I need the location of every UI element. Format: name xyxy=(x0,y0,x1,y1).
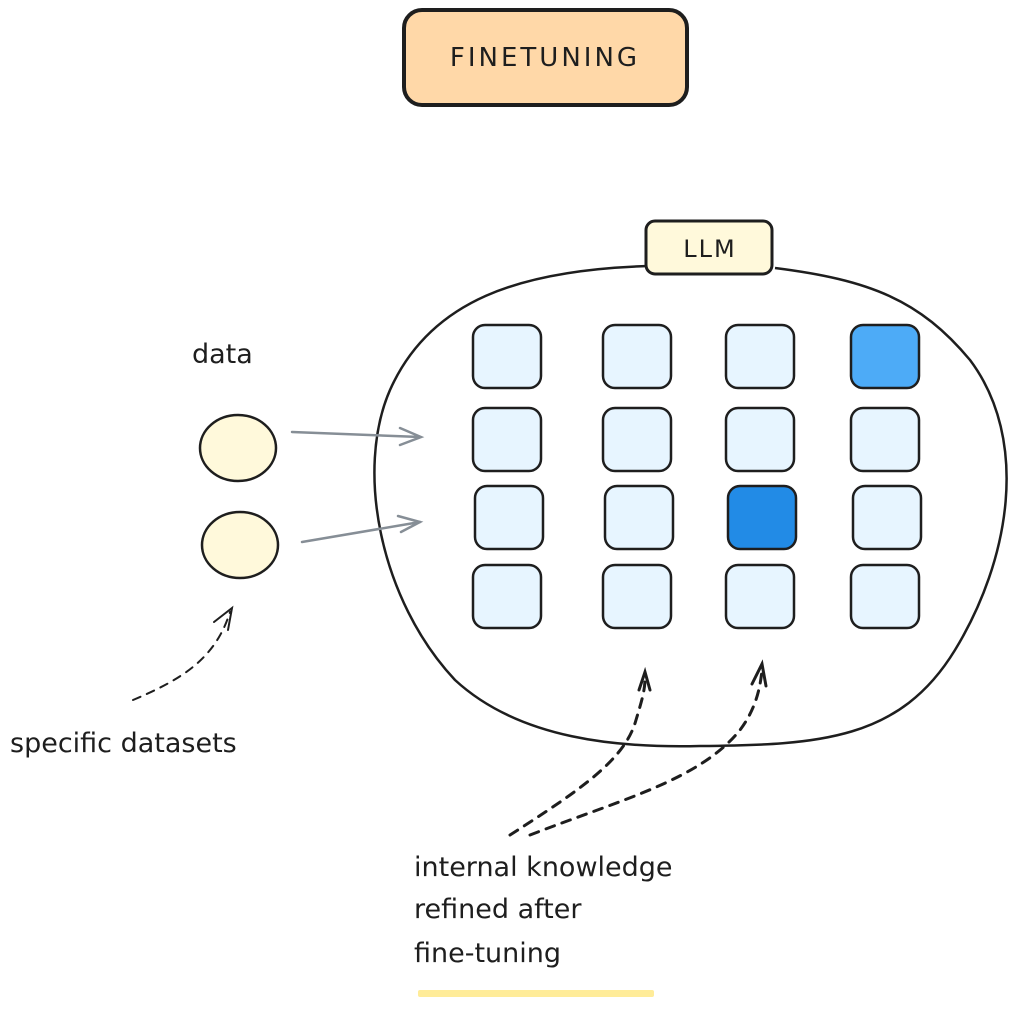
parameter-cell-r1-c3 xyxy=(724,323,796,390)
llm-tag-text: LLM xyxy=(683,235,736,263)
parameter-cell-r2-c1 xyxy=(471,406,543,473)
parameter-cell-r3-c2 xyxy=(603,484,675,551)
parameter-cell-r3-c1 xyxy=(473,484,545,551)
parameter-cell-r4-c3 xyxy=(724,563,796,630)
parameter-cell-r2-c4 xyxy=(849,406,921,473)
knowledge-caption-line-2: refined after xyxy=(414,894,582,925)
parameter-cell-r2-c2 xyxy=(601,406,673,473)
dataset-arrow xyxy=(132,605,234,701)
parameter-cell-r3-c4 xyxy=(851,484,923,551)
parameter-cell-r2-c3 xyxy=(724,406,796,473)
llm-tag: LLM xyxy=(644,219,774,276)
dataset-caption: specific datasets xyxy=(10,728,237,759)
parameter-cell-r3-c3-refined xyxy=(726,484,798,551)
parameter-grid xyxy=(471,323,923,630)
parameter-cell-r4-c2 xyxy=(601,563,673,630)
knowledge-arrow-2 xyxy=(528,659,768,837)
data-node-1 xyxy=(198,413,278,483)
parameter-cell-r4-c4 xyxy=(849,563,921,630)
parameter-cell-r1-c1 xyxy=(471,323,543,390)
llm-boundary xyxy=(373,264,1008,748)
llm-tag-shape xyxy=(644,219,774,276)
data-arrow-2 xyxy=(300,514,424,544)
knowledge-caption-line-3: fine-tuning xyxy=(414,938,561,969)
data-node-2 xyxy=(200,510,280,580)
title-text: FINETUNING xyxy=(450,43,640,73)
knowledge-caption-line-1: internal knowledge xyxy=(414,852,673,883)
parameter-cell-r4-c1 xyxy=(471,563,543,630)
title-box: FINETUNING xyxy=(402,8,689,107)
parameter-cell-r1-c2 xyxy=(601,323,673,390)
data-arrow-1 xyxy=(290,426,425,447)
parameter-cell-r1-c4-refined xyxy=(849,323,921,390)
title-box-shape xyxy=(402,8,689,107)
data-label: data xyxy=(192,339,253,370)
highlight-bar xyxy=(418,990,654,997)
knowledge-arrow-1 xyxy=(508,666,652,837)
